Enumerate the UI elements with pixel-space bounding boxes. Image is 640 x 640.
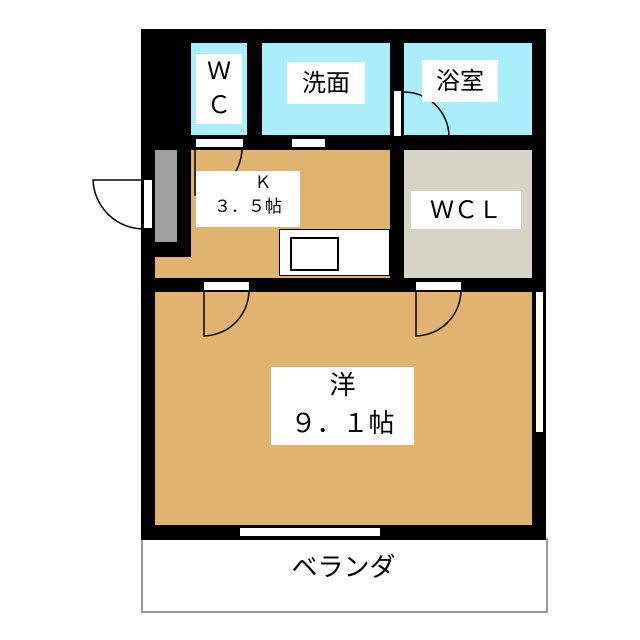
kitchen-entry xyxy=(155,257,195,278)
kitchen-sink xyxy=(279,229,390,276)
washroom-label: 洗面 xyxy=(287,62,365,104)
western-room-label: 洋 ９．１帖 xyxy=(271,367,414,445)
western-room-size: ９．１帖 xyxy=(290,409,395,439)
shoe-cabinet xyxy=(155,150,177,242)
closet-label: ＷＣＬ xyxy=(411,191,521,229)
kitchen-name: Ｋ xyxy=(254,173,272,193)
balcony-label: ベランダ xyxy=(291,553,396,583)
western-room-name: 洋 xyxy=(329,371,356,401)
kitchen-label: Ｋ ３．５帖 xyxy=(196,171,300,227)
kitchen-size: ３．５帖 xyxy=(214,197,282,217)
wc-label: Ｗ Ｃ xyxy=(196,54,242,124)
bath-label: 浴室 xyxy=(422,60,498,102)
